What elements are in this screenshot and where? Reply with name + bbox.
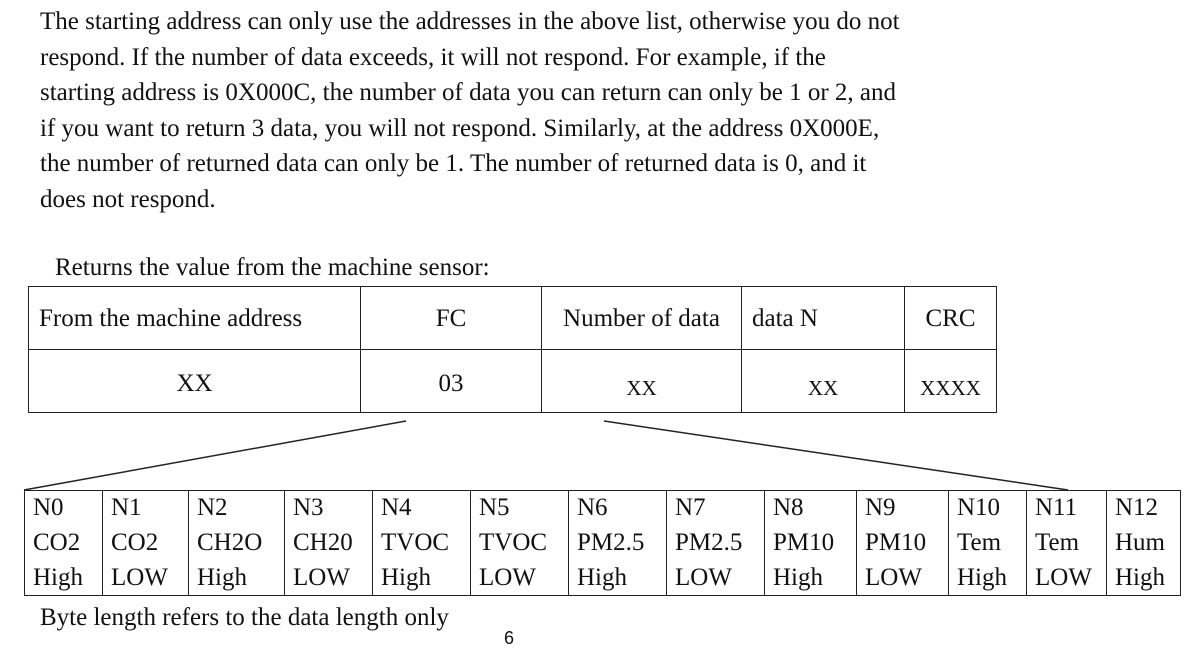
byte-length-note: Byte length refers to the data length on…: [40, 604, 449, 631]
data-byte-cell: High: [24, 560, 103, 596]
header-cell-number-of-data: Number of data: [541, 286, 742, 350]
data-name-cell: CH2O: [188, 525, 285, 561]
data-byte-cell: High: [568, 560, 667, 596]
data-id-cell: N11: [1026, 490, 1107, 526]
data-byte-cell: High: [188, 560, 285, 596]
header-cell-data-n: data N: [741, 286, 905, 350]
header-cell-crc: CRC: [904, 286, 997, 350]
data-id-cell: N5: [470, 490, 569, 526]
paragraph-line: the number of returned data can only be …: [40, 150, 867, 177]
expansion-line-right: [603, 420, 1069, 491]
data-byte-cell: High: [1106, 560, 1181, 596]
data-id-cell: N6: [568, 490, 667, 526]
data-byte-row: High LOW High LOW High LOW High LOW High…: [24, 560, 1181, 596]
data-byte-cell: LOW: [666, 560, 765, 596]
data-id-cell: N3: [284, 490, 373, 526]
intro-paragraph: The starting address can only use the ad…: [40, 4, 1040, 217]
paragraph-line: starting address is 0X000C, the number o…: [40, 79, 897, 106]
data-name-cell: PM10: [764, 525, 857, 561]
value-cell-address: XX: [28, 349, 361, 413]
data-name-cell: CO2: [102, 525, 189, 561]
data-byte-cell: High: [764, 560, 857, 596]
data-byte-cell: LOW: [470, 560, 569, 596]
paragraph-line: The starting address can only use the ad…: [40, 8, 900, 35]
data-id-cell: N4: [372, 490, 471, 526]
frame-value-row: XX 03 XX XX XXXX: [28, 349, 997, 413]
value-cell-fc: 03: [360, 349, 542, 413]
data-id-cell: N2: [188, 490, 285, 526]
data-byte-cell: High: [948, 560, 1027, 596]
data-name-cell: Hum: [1106, 525, 1181, 561]
value-cell-number-of-data: XX: [541, 349, 742, 413]
data-byte-cell: High: [372, 560, 471, 596]
data-name-cell: PM10: [856, 525, 949, 561]
data-name-cell: CH20: [284, 525, 373, 561]
data-bytes-table: N0 N1 N2 N3 N4 N5 N6 N7 N8 N9 N10 N11 N1…: [24, 490, 1181, 596]
data-byte-cell: LOW: [284, 560, 373, 596]
paragraph-line: respond. If the number of data exceeds, …: [40, 43, 826, 71]
data-name-row: CO2 CO2 CH2O CH20 TVOC TVOC PM2.5 PM2.5 …: [24, 525, 1181, 561]
data-byte-cell: LOW: [102, 560, 189, 596]
data-name-cell: Tem: [1026, 525, 1107, 561]
data-id-cell: N1: [102, 490, 189, 526]
data-id-row: N0 N1 N2 N3 N4 N5 N6 N7 N8 N9 N10 N11 N1…: [24, 490, 1181, 526]
frame-table: From the machine address FC Number of da…: [28, 286, 997, 413]
data-id-cell: N7: [666, 490, 765, 526]
data-id-cell: N12: [1106, 490, 1181, 526]
paragraph-line: if you want to return 3 data, you will n…: [40, 114, 880, 142]
data-id-cell: N9: [856, 490, 949, 526]
data-name-cell: PM2.5: [568, 525, 667, 561]
data-name-cell: TVOC: [372, 525, 471, 561]
data-name-cell: TVOC: [470, 525, 569, 561]
table-caption: Returns the value from the machine senso…: [55, 254, 490, 281]
paragraph-line: does not respond.: [40, 185, 216, 213]
data-id-cell: N8: [764, 490, 857, 526]
frame-header-row: From the machine address FC Number of da…: [28, 286, 997, 350]
data-id-cell: N0: [24, 490, 103, 526]
value-cell-data-n: XX: [741, 349, 905, 413]
data-name-cell: PM2.5: [666, 525, 765, 561]
data-name-cell: CO2: [24, 525, 103, 561]
value-cell-crc: XXXX: [904, 349, 997, 413]
expansion-line-left: [23, 420, 407, 491]
data-id-cell: N10: [948, 490, 1027, 526]
data-name-cell: Tem: [948, 525, 1027, 561]
data-byte-cell: LOW: [1026, 560, 1107, 596]
data-byte-cell: LOW: [856, 560, 949, 596]
page-number: 6: [504, 628, 515, 648]
